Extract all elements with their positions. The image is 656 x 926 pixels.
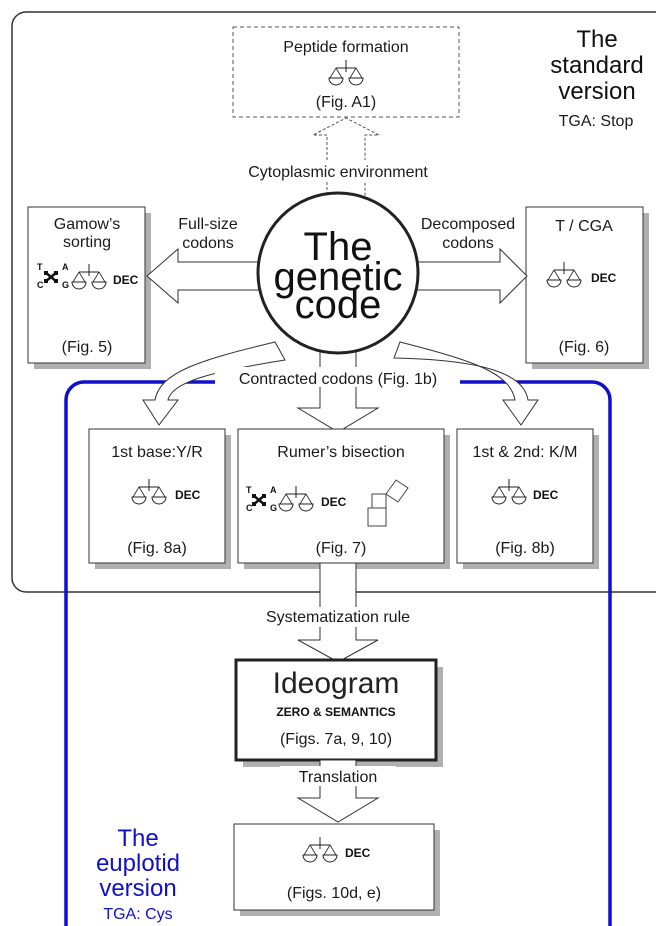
svg-text:G: G	[62, 280, 69, 290]
cytoplasmic-arrow	[312, 117, 380, 200]
first-base-box: 1st base:Y/R DEC (Fig. 8a)	[88, 428, 231, 569]
balance-scale-icon	[328, 59, 364, 86]
svg-text:Ideogram: Ideogram	[273, 667, 400, 700]
svg-text:DEC: DEC	[345, 846, 371, 860]
svg-text:DEC: DEC	[113, 273, 139, 287]
svg-text:ZERO & SEMANTICS: ZERO & SEMANTICS	[276, 705, 395, 719]
standard-version-label: The standard version TGA: Stop	[550, 26, 643, 130]
svg-text:1st & 2nd: K/M: 1st & 2nd: K/M	[473, 444, 578, 461]
standard-version-frame	[11, 11, 656, 593]
svg-text:(Fig. 6): (Fig. 6)	[559, 339, 610, 356]
svg-text:The: The	[304, 225, 373, 269]
svg-text:The: The	[117, 825, 158, 852]
svg-text:DEC: DEC	[591, 271, 617, 285]
tcga-box: T / CGA DEC (Fig. 6)	[525, 206, 649, 369]
genetic-code-circle: The genetic code	[256, 191, 420, 355]
svg-text:(Fig. 5): (Fig. 5)	[62, 339, 113, 356]
rumer-bisection-box: Rumer’s bisection T A C G DEC (Fig. 7)	[237, 428, 450, 569]
svg-text:Gamow’s: Gamow’s	[54, 216, 120, 233]
svg-text:Decomposed: Decomposed	[421, 216, 515, 233]
svg-text:DEC: DEC	[533, 488, 559, 502]
cytoplasmic-label: Cytoplasmic environment	[248, 164, 428, 181]
svg-text:DEC: DEC	[321, 495, 347, 509]
euplotid-version-label: The euplotid version TGA: Cys	[96, 825, 180, 923]
svg-text:TGA: Cys: TGA: Cys	[103, 906, 172, 923]
svg-text:Systematization rule: Systematization rule	[266, 609, 410, 626]
svg-text:(Fig. 8b): (Fig. 8b)	[495, 540, 555, 557]
svg-text:(Fig. A1): (Fig. A1)	[316, 94, 376, 111]
full-size-arrow	[146, 247, 263, 305]
svg-text:version: version	[558, 78, 635, 105]
svg-text:T / CGA: T / CGA	[555, 218, 613, 235]
svg-text:sorting: sorting	[63, 234, 111, 251]
ideogram-box: Ideogram ZERO & SEMANTICS (Figs. 7a, 9, …	[234, 658, 443, 767]
svg-text:G: G	[270, 503, 277, 513]
svg-text:T: T	[37, 262, 43, 272]
svg-text:A: A	[62, 262, 69, 272]
svg-text:TGA: Stop: TGA: Stop	[559, 113, 634, 130]
svg-text:Peptide formation: Peptide formation	[283, 39, 408, 56]
gamow-sorting-box: Gamow’s sorting T A C G DEC (Fig. 5)	[27, 206, 151, 369]
svg-text:DEC: DEC	[175, 488, 201, 502]
peptide-formation-box: Peptide formation (Fig. A1)	[232, 26, 460, 118]
first-second-box: 1st & 2nd: K/M DEC (Fig. 8b)	[456, 428, 599, 569]
svg-text:Full-size: Full-size	[178, 216, 238, 233]
svg-text:(Figs. 10d, e): (Figs. 10d, e)	[287, 885, 381, 902]
svg-text:(Fig. 7): (Fig. 7)	[316, 540, 367, 557]
svg-text:code: code	[295, 283, 382, 327]
svg-text:genetic: genetic	[274, 255, 403, 299]
contracted-label: Contracted codons (Fig. 1b)	[239, 371, 437, 388]
bottom-dec-box: DEC (Figs. 10d, e)	[233, 823, 440, 916]
svg-text:codons: codons	[182, 235, 234, 252]
svg-text:T: T	[246, 485, 252, 495]
svg-text:version: version	[99, 875, 176, 902]
svg-text:Rumer’s bisection: Rumer’s bisection	[277, 444, 404, 461]
svg-text:C: C	[37, 280, 44, 290]
svg-text:A: A	[270, 485, 277, 495]
svg-text:(Fig. 8a): (Fig. 8a)	[127, 540, 187, 557]
pythagorean-figure-icon	[367, 479, 409, 527]
svg-text:The: The	[576, 26, 617, 53]
svg-text:Translation: Translation	[299, 769, 378, 786]
svg-text:(Figs. 7a, 9, 10): (Figs. 7a, 9, 10)	[280, 731, 392, 748]
svg-text:C: C	[246, 503, 253, 513]
svg-text:euplotid: euplotid	[96, 850, 180, 877]
svg-text:codons: codons	[442, 235, 494, 252]
svg-text:1st base:Y/R: 1st base:Y/R	[111, 444, 203, 461]
svg-text:standard: standard	[550, 52, 643, 79]
decomposed-arrow	[415, 247, 528, 305]
